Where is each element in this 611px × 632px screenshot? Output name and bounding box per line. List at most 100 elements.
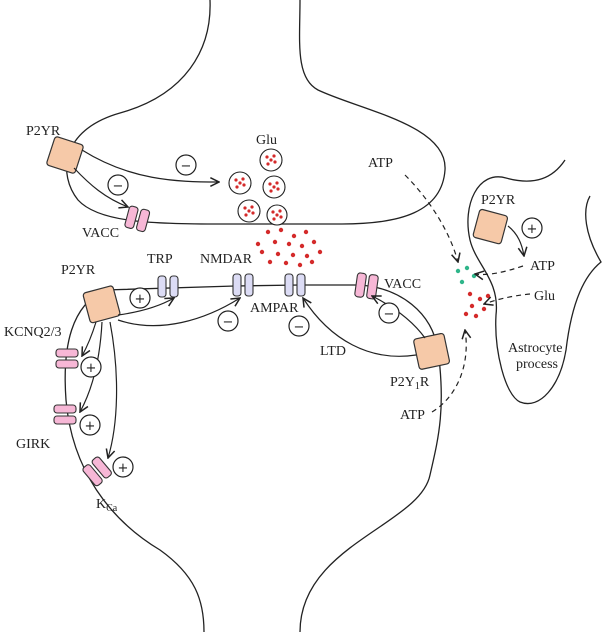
label-nmdar: NMDAR <box>200 252 253 267</box>
vesicle-glutamate-dot <box>251 211 255 215</box>
ampar-channel <box>284 273 306 297</box>
vesicle-glutamate-dot <box>234 178 238 182</box>
girk-channel <box>53 404 77 425</box>
minus-circle-vacc <box>107 174 129 196</box>
astro-glutamate-dot <box>467 291 473 297</box>
vesicle-glutamate-dot <box>278 209 282 213</box>
cleft-glutamate-dot <box>286 241 292 247</box>
label-atp-astrocyte: ATP <box>530 259 555 274</box>
cleft-glutamate-dot <box>283 260 289 266</box>
vesicle-glutamate-dot <box>244 213 248 217</box>
cleft-glutamate-dot <box>272 239 278 245</box>
cleft-glutamate-dot <box>291 233 297 239</box>
vesicle-glutamate-dot <box>238 181 242 185</box>
atp-green-dots <box>455 265 477 285</box>
dashed-glu-astro-arrow <box>484 293 531 304</box>
p2yr-postsynaptic-receptor <box>82 285 121 324</box>
cleft-glutamate-dot <box>267 259 273 265</box>
label-atp-bottom: ATP <box>400 408 425 423</box>
astro-glutamate-dot <box>481 306 487 312</box>
arrow-astro-p2yr-release <box>507 225 524 256</box>
label-trp: TRP <box>147 252 173 267</box>
minus-circle-vacc-post <box>378 302 400 324</box>
svg-text:+: + <box>85 419 96 434</box>
label-glu-astrocyte: Glu <box>534 289 555 304</box>
vacc-presynaptic-channel <box>124 205 151 233</box>
plus-circle-astro <box>521 217 543 239</box>
arrow-p2yr-to-kcnq <box>82 321 97 356</box>
label-p2yr-astrocyte: P2YR <box>481 193 516 208</box>
vesicle-glutamate-dot <box>235 185 239 189</box>
cleft-glutamate-dot <box>303 229 309 235</box>
svg-text:−: − <box>294 320 305 335</box>
label-ltd: LTD <box>320 344 346 359</box>
minus-circle-ampar <box>288 315 310 337</box>
vesicle-glutamate-dot <box>241 177 245 181</box>
label-girk: GIRK <box>16 437 50 452</box>
astro-glutamate-dot <box>473 313 479 319</box>
label-p2y1r: P2Y1R <box>390 375 430 392</box>
astro-glutamate-dots <box>463 291 491 319</box>
vesicle-glutamate-dot <box>243 206 247 210</box>
vesicle-glutamate-dot <box>266 162 270 166</box>
arrow-p2yr-to-kca <box>108 321 118 458</box>
minus-circle-glu <box>175 154 197 176</box>
presynaptic-membrane <box>66 0 446 225</box>
arrow-p2yr-to-nmdar <box>117 298 240 327</box>
label-p2yr-postsynaptic: P2YR <box>61 263 96 278</box>
vesicle-glutamate-dot <box>242 183 246 187</box>
label-astrocyte-line1: Astrocyte <box>508 341 562 356</box>
arrow-p2y1r-to-ampar <box>303 298 417 357</box>
label-kcnq: KCNQ2/3 <box>4 325 62 340</box>
plus-circle-trp <box>129 287 151 309</box>
minus-circle-nmdar <box>217 310 239 332</box>
vesicle-glutamate-dot <box>272 185 276 189</box>
cleft-glutamate-dot <box>255 241 261 247</box>
vesicle-glutamate-dot <box>279 215 283 219</box>
kca-channel <box>82 456 112 487</box>
svg-text:−: − <box>384 307 395 322</box>
vesicle-glutamate-dot <box>276 187 280 191</box>
plus-circle-kca <box>112 456 134 478</box>
svg-text:+: + <box>118 461 129 476</box>
p2y1r-receptor <box>413 332 451 370</box>
arrow-p2yr-to-vacc <box>73 167 128 207</box>
cleft-glutamate-dot <box>309 259 315 265</box>
astro-glutamate-dot <box>463 311 469 317</box>
cleft-glutamate-dot <box>265 229 271 235</box>
nmdar-channel <box>232 273 254 297</box>
vesicle-glutamate-dot <box>275 181 279 185</box>
svg-text:+: + <box>135 292 146 307</box>
astro-glutamate-dot <box>485 293 491 299</box>
vesicle-glutamate-dot <box>269 158 273 162</box>
cleft-glutamate-dot <box>304 253 310 259</box>
vesicle-glutamate-dot <box>269 189 273 193</box>
cleft-glutamate-dot <box>299 243 305 249</box>
cleft-glutamate-dot <box>297 262 303 268</box>
p2yr-presynaptic-receptor <box>46 136 84 174</box>
cleft-glutamate-dot <box>259 249 265 255</box>
label-vacc-postsynaptic: VACC <box>384 277 421 292</box>
label-p2yr-presynaptic: P2YR <box>26 124 61 139</box>
vesicle-glutamate-dot <box>272 154 276 158</box>
vesicle-glutamate-dot <box>265 155 269 159</box>
arrow-p2yr-to-glu <box>81 149 219 182</box>
dashed-atp-top-arrow <box>404 174 458 262</box>
plus-circle-kcnq <box>80 356 102 378</box>
vesicle-glutamate-dot <box>250 205 254 209</box>
astro-glutamate-dot <box>477 296 483 302</box>
arrow-p2y1r-to-vacc <box>372 296 426 339</box>
atp-dot <box>464 265 470 271</box>
atp-dot <box>455 268 461 274</box>
svg-text:−: − <box>113 179 124 194</box>
arrow-p2yr-to-trp <box>117 298 174 316</box>
plus-circle-girk <box>79 414 101 436</box>
cleft-glutamate-dot <box>278 227 284 233</box>
vesicle-glutamate-dot <box>247 209 251 213</box>
label-vacc-presynaptic: VACC <box>82 226 119 241</box>
trp-channel <box>157 275 179 298</box>
label-astrocyte-line2: process <box>516 357 558 372</box>
label-ampar: AMPAR <box>250 301 299 316</box>
vesicle-glutamate-dot <box>271 210 275 214</box>
